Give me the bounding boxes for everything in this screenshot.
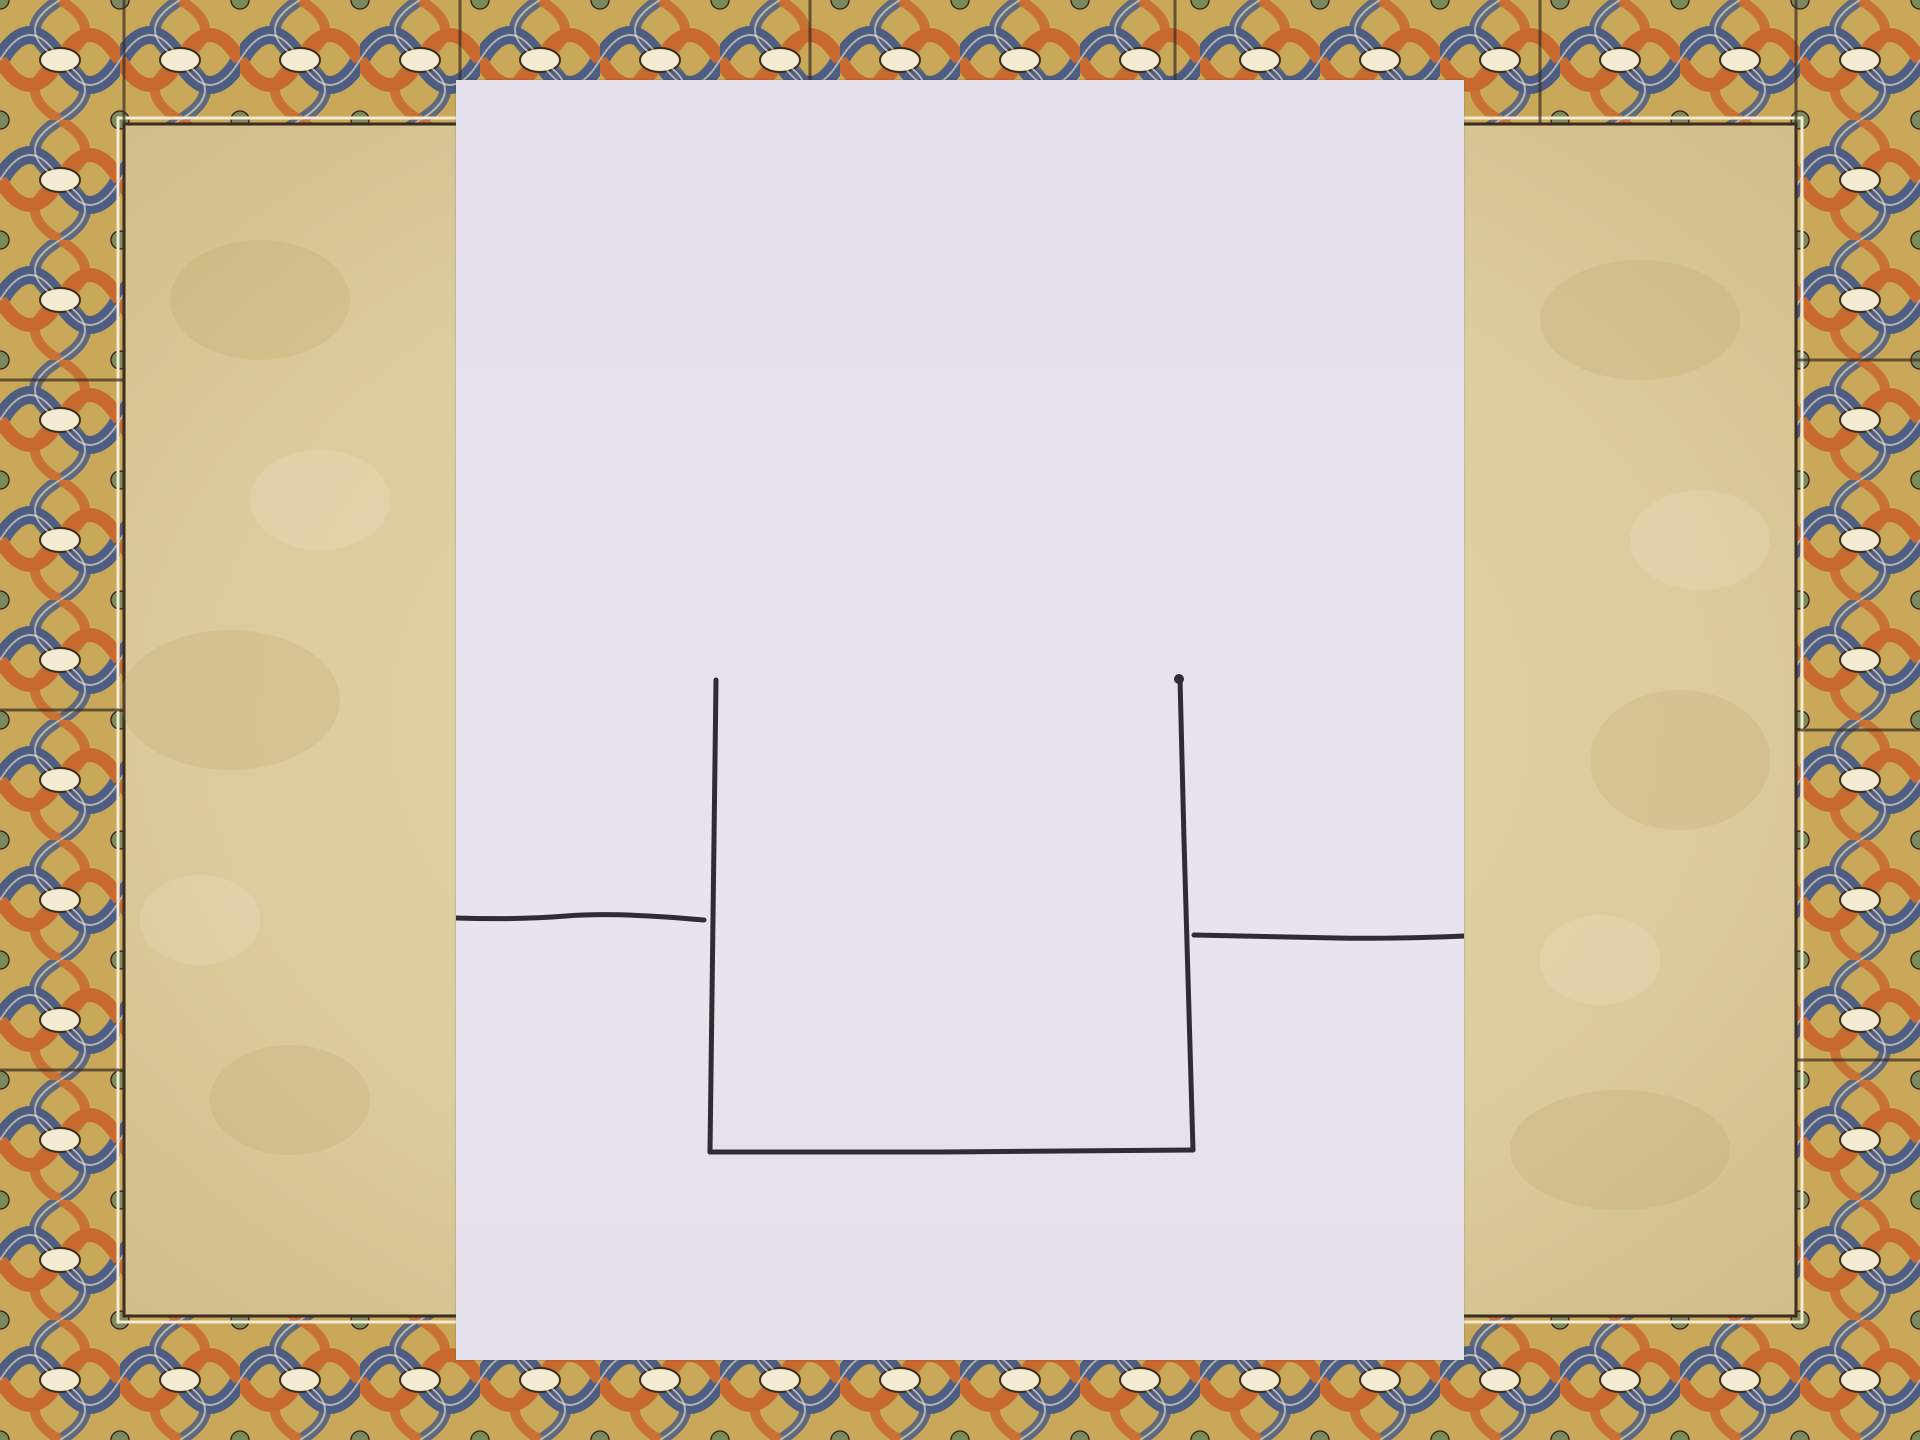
bottom-line <box>710 1150 1193 1152</box>
left-wall-line <box>710 680 716 1152</box>
drawing-photo <box>456 80 1464 1360</box>
hand-drawn-well-sketch <box>456 80 1464 1360</box>
right-wall-line <box>1180 678 1193 1150</box>
left-ground-line <box>456 915 704 920</box>
right-ground-line <box>1194 935 1464 938</box>
